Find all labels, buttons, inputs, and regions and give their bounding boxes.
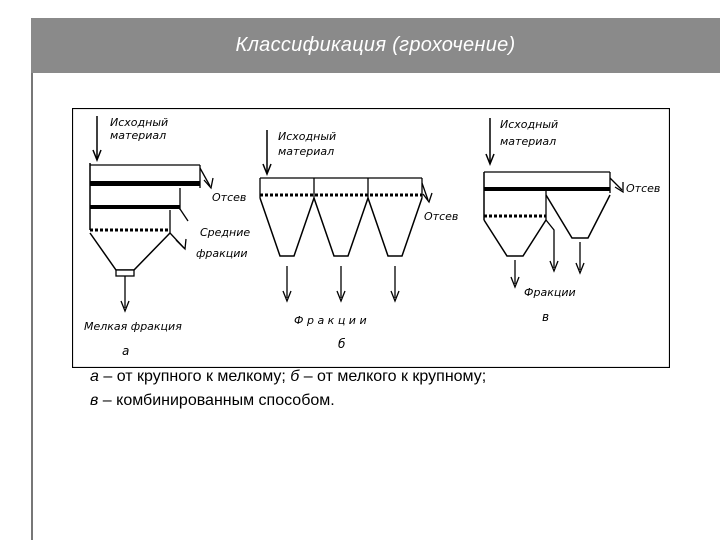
caption-b-letter: б [290,368,300,385]
scheme-b-input-label-2: материал [278,145,334,158]
scheme-b-fractions-label: Ф р а к ц и и [294,314,367,327]
scheme-b-letter: б [338,337,346,351]
scheme-c-oversize-label: Отсев [626,182,660,195]
diagram-caption: а – от крупного к мелкому; б – от мелког… [90,365,650,413]
caption-b-text: – от мелкого к крупному; [299,368,487,385]
scheme-b-hopper-1 [259,197,315,257]
caption-line-1: а – от крупного к мелкому; б – от мелког… [90,365,650,389]
scheme-c-hopper-2 [545,194,611,239]
caption-a-text: – от крупного к мелкому; [98,368,291,385]
scheme-c-input-label-1: Исходный [500,118,558,131]
scheme-a-letter: а [122,344,129,358]
scheme-a-screen-2 [90,205,180,209]
scheme-a: Исходный материал Отсев [84,116,250,358]
scheme-c-input-label-2: материал [500,135,556,148]
slide-header: Классификация (грохочение) [31,18,720,73]
scheme-a-hopper [89,232,171,271]
caption-c-text: – комбинированным способом. [98,392,335,409]
slide-left-rule [31,18,33,540]
scheme-c: Исходный материал Отсев Фр [483,118,660,324]
scheme-b-hopper-3 [367,197,423,257]
scheme-c-screen-1 [484,187,610,191]
scheme-a-input-label-2: материал [110,129,166,142]
caption-a-letter: а [90,368,99,385]
slide-title: Классификация (грохочение) [235,34,516,56]
scheme-c-fractions-label: Фракции [524,286,576,299]
scheme-b-oversize-label: Отсев [424,210,458,223]
scheme-b: Исходный материал Отсев Ф р а к ц [259,130,458,351]
scheme-c-letter: в [542,310,549,324]
scheme-b-input-label-1: Исходный [278,130,336,143]
scheme-a-input-label-1: Исходный [110,116,168,129]
scheme-a-middle-label-1: Средние [200,226,250,239]
scheme-a-screen-1 [90,181,200,186]
classification-diagram: Исходный материал Отсев [72,108,670,368]
scheme-c-hopper-1 [483,219,547,257]
scheme-a-oversize-label: Отсев [212,191,246,204]
caption-c-letter: в [90,392,99,409]
scheme-a-middle-label-2: фракции [196,247,248,260]
diagram-frame [72,108,670,368]
scheme-a-fine-label: Мелкая фракция [84,320,182,333]
diagram-canvas: Исходный материал Отсев [72,108,670,368]
scheme-b-hopper-2 [313,197,369,257]
caption-line-2: в – комбинированным способом. [90,389,650,413]
